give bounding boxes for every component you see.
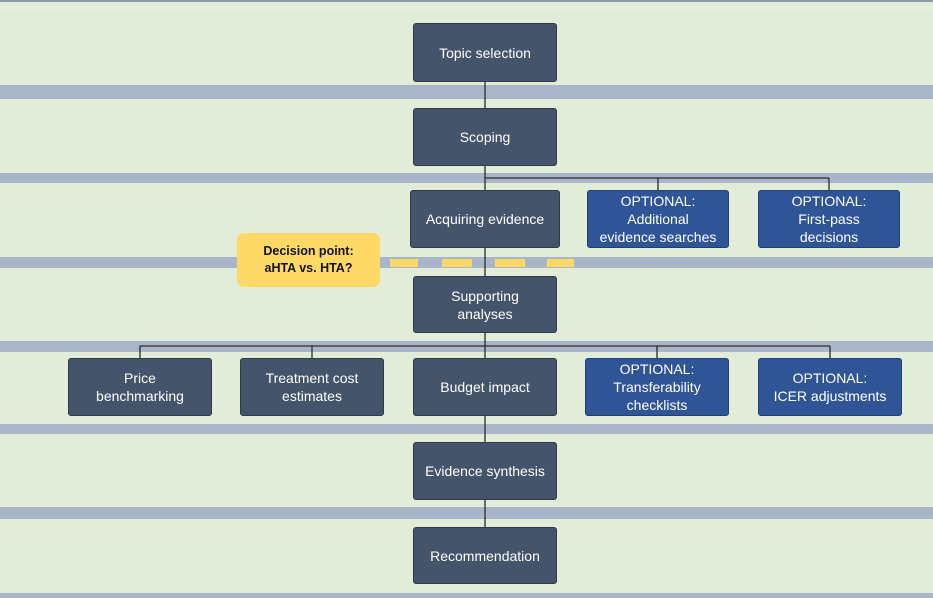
top-border xyxy=(0,0,933,2)
node-treatment-cost-estimates: Treatment cost estimates xyxy=(240,358,384,416)
node-topic-selection: Topic selection xyxy=(413,23,557,82)
decision-dash xyxy=(390,259,418,267)
decision-dash xyxy=(495,259,525,267)
node-optional-additional-evidence-searches: OPTIONAL: Additional evidence searches xyxy=(587,190,729,248)
node-budget-impact: Budget impact xyxy=(413,358,557,416)
decision-dash xyxy=(442,259,472,267)
node-evidence-synthesis: Evidence synthesis xyxy=(413,442,557,500)
node-price-benchmarking: Price benchmarking xyxy=(68,358,212,416)
stage-separator xyxy=(0,593,933,598)
node-optional-icer-adjustments: OPTIONAL: ICER adjustments xyxy=(758,358,902,416)
stage-separator xyxy=(0,424,933,434)
node-optional-transferability-checklists: OPTIONAL: Transferability checklists xyxy=(585,358,729,416)
node-acquiring-evidence: Acquiring evidence xyxy=(410,190,560,248)
node-supporting-analyses: Supporting analyses xyxy=(413,276,557,333)
node-scoping: Scoping xyxy=(413,108,557,166)
node-recommendation: Recommendation xyxy=(413,527,557,584)
stage-separator xyxy=(0,85,933,99)
stage-separator xyxy=(0,507,933,519)
stage-separator xyxy=(0,173,933,183)
decision-dashed-line xyxy=(390,259,574,267)
decision-dash xyxy=(547,259,574,267)
decision-point-callout: Decision point: aHTA vs. HTA? xyxy=(237,233,380,287)
node-optional-first-pass-decisions: OPTIONAL: First-pass decisions xyxy=(758,190,900,248)
